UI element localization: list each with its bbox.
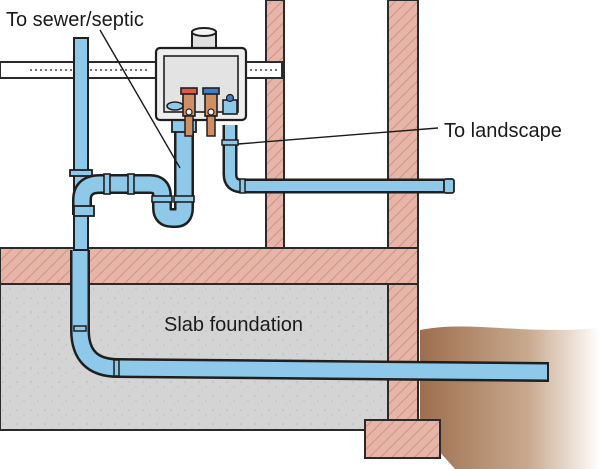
hot-valve-icon — [180, 87, 198, 117]
pvc-cap-icon — [443, 178, 455, 194]
vent-pipe — [69, 37, 93, 251]
footing — [364, 419, 441, 459]
main-drain-pipe — [70, 250, 549, 382]
slab-label: Slab foundation — [164, 314, 303, 336]
slab-foundation — [0, 283, 393, 431]
cold-valve-icon — [202, 87, 220, 117]
soil — [420, 326, 600, 469]
landscape-leader-line — [237, 127, 439, 145]
drain-trap — [72, 117, 197, 228]
landscape-label: To landscape — [444, 120, 562, 142]
supply-pipe — [221, 125, 446, 194]
sewer-leader-line — [99, 29, 181, 169]
sewer-label: To sewer/septic — [6, 9, 144, 31]
outlet-pipe-stubs — [184, 115, 216, 137]
floor-beam — [0, 247, 419, 285]
drain-port-icon — [166, 93, 238, 115]
